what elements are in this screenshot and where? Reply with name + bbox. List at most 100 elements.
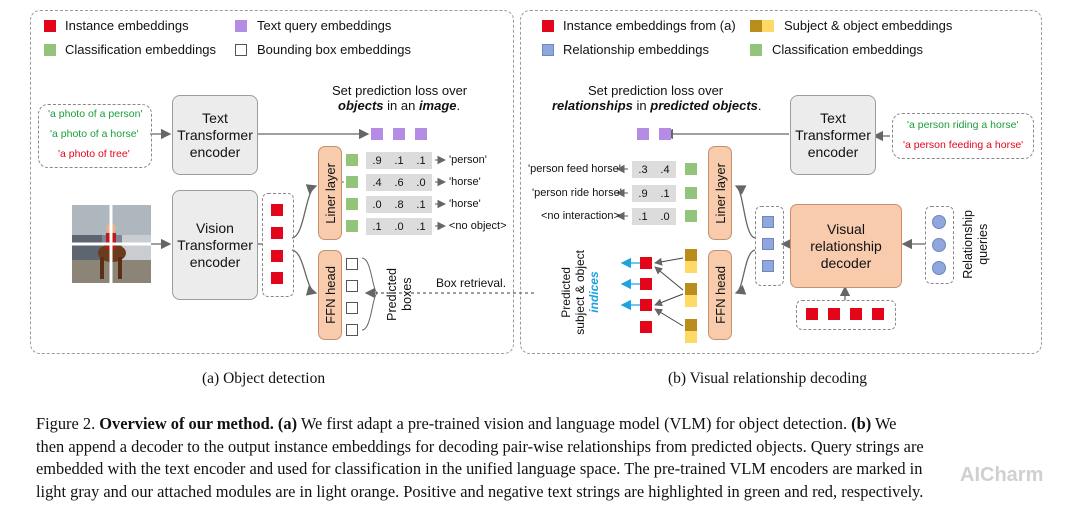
classification-embedding: [685, 163, 697, 175]
instance-embedding: [271, 204, 283, 216]
relationship-embedding: [762, 238, 774, 250]
indices-label-line3: indices: [587, 271, 601, 313]
score-cell: .1: [410, 218, 432, 235]
box-retrieval-label: Box retrieval.: [436, 276, 507, 290]
loss-text-a-line1: Set prediction loss over: [332, 83, 468, 98]
legend-instance-swatch: [44, 20, 56, 32]
subject-embedding: [685, 249, 697, 261]
score-cell: .9: [632, 185, 654, 202]
instance-embedding: [640, 257, 652, 269]
watermark: AICharm: [960, 464, 1044, 486]
prompt-feeding: 'a person feeding a horse': [903, 139, 1024, 151]
score-cell: .1: [654, 185, 676, 202]
relationship-queries-label: Relationship queries: [958, 206, 994, 282]
caption-a: (a) Object detection: [202, 370, 326, 387]
score-cell: .9: [366, 152, 388, 169]
score-cell: .4: [654, 161, 676, 178]
text-query-embedding: [371, 128, 383, 140]
score-cell: .0: [654, 208, 676, 225]
relationship-query: [932, 215, 946, 229]
legend-classification-b-label: Classification embeddings: [772, 42, 924, 57]
subject-embedding: [685, 319, 697, 331]
loss-text-a-line2: objects in an image.: [338, 98, 460, 113]
legend-relationship-label: Relationship embeddings: [563, 42, 709, 57]
classification-embedding: [346, 176, 358, 188]
predicted-boxes-text: Predicted boxes: [385, 267, 414, 321]
legend-bbox-swatch: [235, 44, 247, 56]
score-cell: .1: [366, 218, 388, 235]
indices-label-line2: subject & object: [573, 249, 587, 335]
object-embedding: [685, 261, 697, 273]
relationship-queries-group: [925, 206, 954, 284]
classification-embedding: [346, 220, 358, 232]
bbox-embedding: [346, 280, 358, 292]
score-cell: .0: [410, 174, 432, 191]
classification-embedding: [346, 198, 358, 210]
legend-subject-swatch: [750, 20, 762, 32]
caption-title: Overview of our method.: [99, 414, 274, 433]
instance-embeddings-group-a: [262, 193, 294, 297]
score-cell: .1: [410, 196, 432, 213]
prompt-tree: 'a photo of tree': [58, 148, 130, 160]
figure-caption-line3: embedded with the text encoder and used …: [36, 459, 923, 478]
prompt-horse: 'a photo of a horse': [50, 128, 139, 140]
caption-text-2: We: [871, 414, 897, 433]
object-embedding: [685, 295, 697, 307]
ffn-head-b-label: FFN head: [712, 266, 728, 324]
input-image: [72, 205, 151, 283]
relationship-queries-text: Relationship queries: [961, 209, 990, 279]
relationship-query: [932, 261, 946, 275]
text-transformer-encoder-a: Text Transformer encoder: [172, 95, 258, 175]
caption-b: (b) Visual relationship decoding: [668, 370, 867, 387]
figure-caption: Figure 2. Overview of our method. (a) We…: [36, 413, 1066, 503]
prompt-group-b: [892, 113, 1034, 159]
indices-label-text: Predicted subject & object indices: [559, 250, 601, 335]
prompt-riding: 'a person riding a horse': [907, 119, 1019, 131]
vision-transformer-encoder: Vision Transformer encoder: [172, 190, 258, 300]
class-label: 'horse': [449, 198, 481, 210]
classification-embedding: [685, 210, 697, 222]
ffn-head-a-label: FFN head: [322, 266, 338, 324]
legend-bbox-label: Bounding box embeddings: [257, 42, 411, 57]
ffn-head-b: FFN head: [708, 250, 732, 340]
subject-embedding: [685, 283, 697, 295]
instance-embedding: [271, 227, 283, 239]
liner-layer-a: Liner layer: [318, 146, 342, 240]
figure-caption-line1: Figure 2. Overview of our method. (a) We…: [36, 413, 1066, 436]
text-query-embedding: [659, 128, 671, 140]
instance-embedding: [806, 308, 818, 320]
legend-classification-swatch: [44, 44, 56, 56]
legend-classification-label: Classification embeddings: [65, 42, 217, 57]
text-transformer-encoder-b: Text Transformer encoder: [790, 95, 876, 175]
legend-relationship-swatch: [542, 44, 554, 56]
indices-label-line1: Predicted: [559, 266, 573, 318]
bbox-embedding: [346, 324, 358, 336]
class-label: 'person': [449, 154, 487, 166]
figure-caption-line2: then append a decoder to the output inst…: [36, 436, 924, 456]
loss-text-b-line1: Set prediction loss over: [588, 83, 724, 98]
caption-a-marker: (a): [273, 414, 298, 433]
score-cell: .3: [632, 161, 654, 178]
instance-embedding: [828, 308, 840, 320]
score-cell: .6: [388, 174, 410, 191]
score-cell: .1: [410, 152, 432, 169]
class-label: 'horse': [449, 176, 481, 188]
indices-label: Predicted subject & object indices: [550, 240, 610, 344]
relationship-embeddings-group: [755, 206, 784, 286]
legend-text-query-label: Text query embeddings: [257, 18, 392, 33]
loss-period: .: [456, 98, 461, 113]
legend-text-query-swatch: [235, 20, 247, 32]
instance-embedding: [271, 250, 283, 262]
panel-relationship-decoding: [520, 10, 1042, 354]
instance-embedding: [640, 299, 652, 311]
legend-object-swatch: [762, 20, 774, 32]
legend-instance-label: Instance embeddings: [65, 18, 189, 33]
legend-classification-b-swatch: [750, 44, 762, 56]
loss-period-b: .: [757, 98, 762, 113]
classification-embedding: [346, 154, 358, 166]
caption-figure-number: Figure 2.: [36, 414, 100, 433]
legend-instance-from-a-swatch: [542, 20, 554, 32]
panel-object-detection: [30, 10, 514, 354]
caption-b-marker: (b): [851, 414, 872, 433]
bbox-embedding: [346, 258, 358, 270]
